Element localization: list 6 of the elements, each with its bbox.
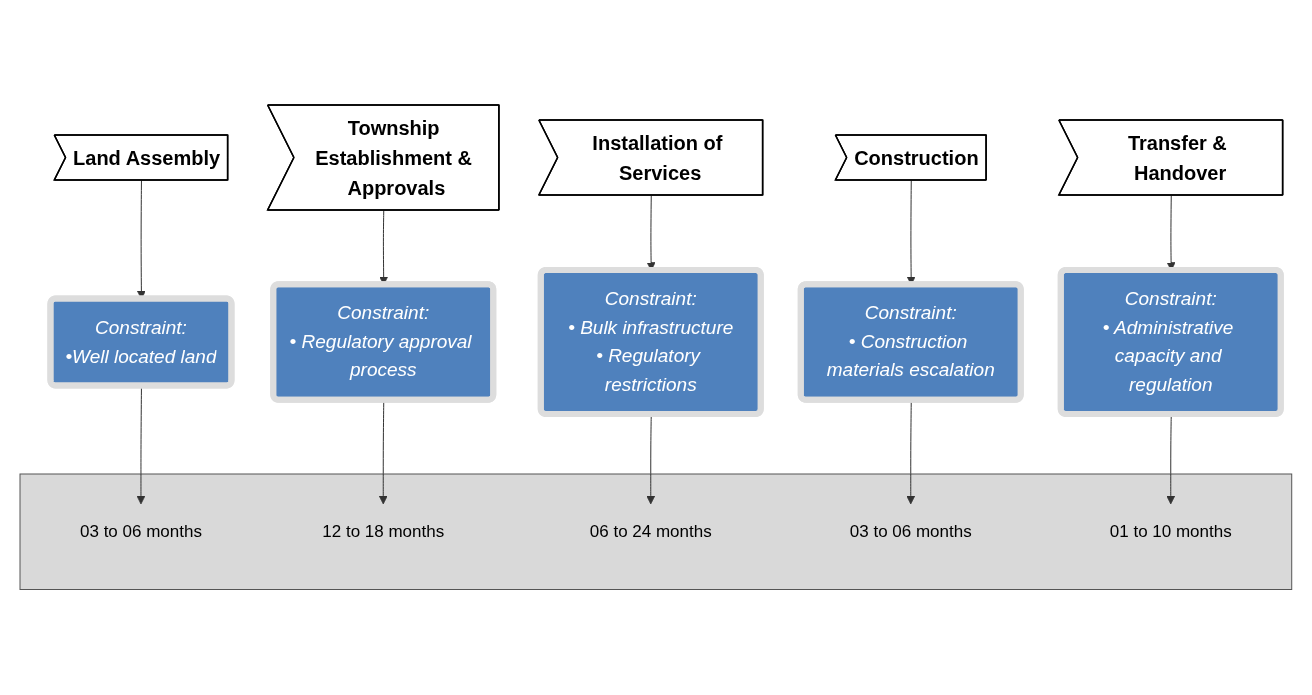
node-text: 01 to 10 months [1109, 522, 1232, 542]
node-text: 12 to 18 months [322, 522, 445, 542]
node-text: 03 to 06 months [849, 522, 972, 542]
node-text: 06 to 24 months [589, 522, 712, 542]
cluster [19, 473, 1293, 591]
node-text: 03 to 06 months [80, 522, 203, 542]
